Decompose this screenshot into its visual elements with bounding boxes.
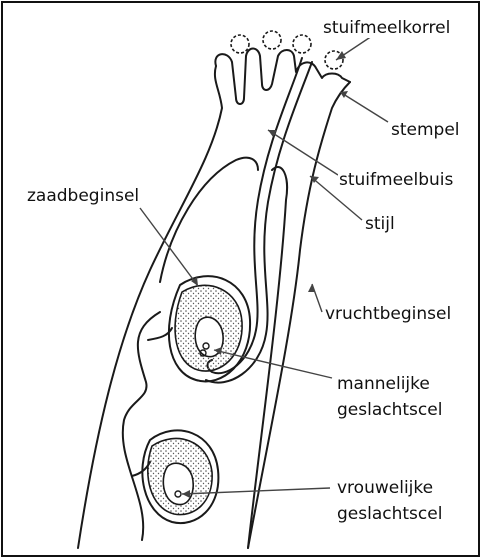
ovary-cavity-inner: [123, 312, 160, 540]
label-stuifmeelbuis: stuifmeelbuis: [338, 170, 454, 190]
male-gamete-1: [203, 343, 209, 349]
pointer-mannelijke: [214, 350, 332, 378]
pollen-grain-3: [293, 35, 311, 53]
pointer-stempel: [340, 92, 388, 122]
label-vrouwelijke: vrouwelijke: [336, 478, 434, 498]
label-zaadbeginsel: zaadbeginsel: [26, 186, 140, 206]
pollen-grain-2: [263, 31, 281, 49]
pointer-stuifmeelbuis: [268, 130, 338, 175]
label-stijl: stijl: [364, 214, 396, 234]
label-mannelijke: mannelijke: [336, 374, 431, 394]
pollen-grain-1: [231, 35, 249, 53]
label-vruchtbeginsel: vruchtbeginsel: [324, 304, 452, 324]
female-gamete: [175, 491, 181, 497]
ovule-upper-tissue: [175, 285, 242, 371]
label-geslachtscel-male: geslachtscel: [336, 400, 443, 420]
ovule-lower-tissue: [148, 438, 212, 514]
label-geslachtscel-female: geslachtscel: [336, 504, 443, 524]
label-stuifmeelkorrel: stuifmeelkorrel: [322, 18, 451, 38]
label-stempel: stempel: [390, 120, 461, 140]
arrowhead-vrouwelijke: [182, 490, 190, 498]
